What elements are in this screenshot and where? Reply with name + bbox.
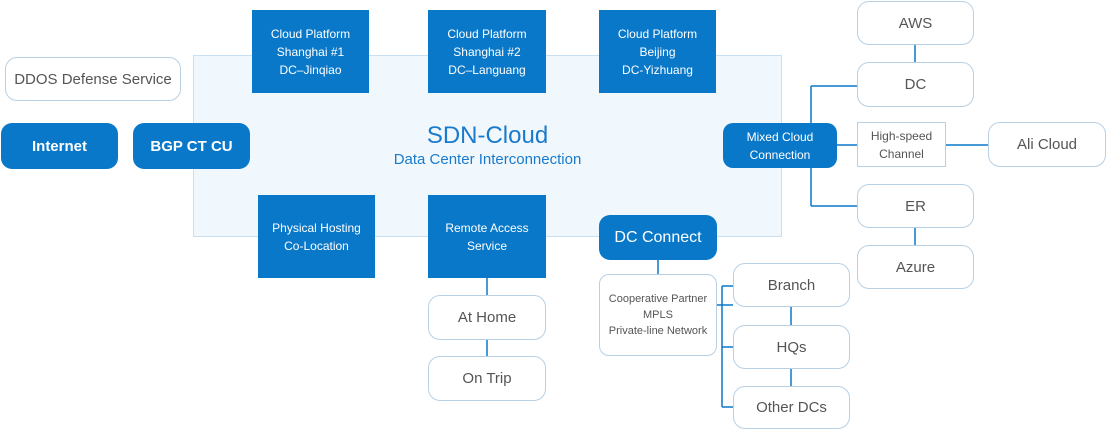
node-label-line: DC–Jinqiao: [279, 62, 342, 77]
node-label: DDOS Defense Service: [14, 70, 172, 88]
node-label-line: Private-line Network: [608, 325, 708, 337]
node-label-line: Shanghai #2: [453, 44, 521, 59]
node-label: AWS: [898, 14, 933, 32]
node-label-line: Cooperative Partner: [608, 293, 708, 305]
ddos-defense-node: DDOS Defense Service: [5, 57, 181, 101]
remote-access-node: Remote Access Service: [428, 195, 546, 278]
high-speed-channel-node: High-speed Channel: [857, 122, 946, 167]
node-label-line: Service: [466, 238, 507, 253]
node-label-line: Mixed Cloud: [746, 129, 814, 144]
at-home-node: At Home: [428, 295, 546, 340]
node-label: At Home: [457, 309, 517, 326]
node-label: ER: [905, 197, 926, 215]
dc-node: DC: [857, 62, 974, 107]
node-label: DC: [904, 76, 927, 93]
aws-node: AWS: [857, 1, 974, 45]
node-label: Internet: [31, 137, 87, 155]
node-label-line: Physical Hosting: [272, 220, 361, 235]
core-subtitle: Data Center Interconnection: [393, 151, 582, 168]
node-label-line: Channel: [879, 146, 924, 161]
on-trip-node: On Trip: [428, 356, 546, 401]
node-label-line: MPLS: [643, 309, 673, 321]
branch-node: Branch: [733, 263, 850, 307]
cloud-platform-shanghai-1: Cloud Platform Shanghai #1 DC–Jinqiao: [252, 10, 369, 93]
azure-node: Azure: [857, 245, 974, 289]
physical-hosting-node: Physical Hosting Co-Location: [258, 195, 375, 278]
node-label-line: Shanghai #1: [276, 44, 345, 59]
er-node: ER: [857, 184, 974, 228]
node-label-line: Co-Location: [284, 238, 349, 253]
node-label: Branch: [767, 276, 816, 294]
ali-cloud-node: Ali Cloud: [988, 122, 1106, 167]
node-label-line: Cloud Platform: [617, 26, 698, 41]
cloud-platform-shanghai-2: Cloud Platform Shanghai #2 DC–Languang: [428, 10, 546, 93]
node-label: HQs: [776, 338, 807, 356]
partner-network-node: Cooperative Partner MPLS Private-line Ne…: [599, 274, 717, 356]
node-label-line: Connection: [749, 147, 811, 162]
mixed-cloud-node: Mixed Cloud Connection: [723, 123, 837, 168]
internet-node: Internet: [1, 123, 118, 169]
node-label-line: Remote Access: [445, 220, 529, 235]
node-label: On Trip: [462, 370, 512, 387]
hqs-node: HQs: [733, 325, 850, 369]
node-label-line: Beijing: [639, 44, 676, 59]
node-label: Ali Cloud: [1016, 136, 1078, 153]
node-label: Azure: [895, 258, 936, 276]
other-dcs-node: Other DCs: [733, 386, 850, 429]
node-label-line: DC-Yizhuang: [622, 62, 693, 77]
node-label-line: DC–Languang: [448, 62, 526, 77]
cloud-platform-beijing: Cloud Platform Beijing DC-Yizhuang: [599, 10, 716, 93]
node-label-line: Cloud Platform: [447, 26, 527, 41]
node-label: BGP CT CU: [150, 137, 233, 155]
node-label-line: High-speed: [870, 128, 933, 143]
node-label-line: Cloud Platform: [270, 26, 351, 41]
bgp-node: BGP CT CU: [133, 123, 250, 169]
core-title: SDN-Cloud: [426, 122, 549, 149]
node-label: Other DCs: [756, 399, 827, 416]
node-label: DC Connect: [614, 228, 702, 246]
dc-connect-node: DC Connect: [599, 215, 717, 260]
